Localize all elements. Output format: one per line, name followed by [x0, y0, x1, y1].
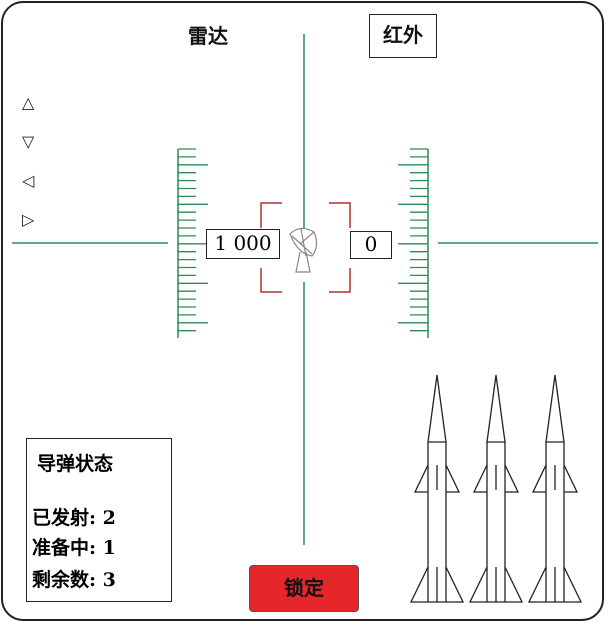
- triangle-up-icon[interactable]: △: [22, 93, 35, 112]
- radar-mode-label[interactable]: 雷达: [188, 24, 228, 48]
- ready-count: 准备中: 1: [32, 537, 116, 559]
- triangle-down-icon[interactable]: ▽: [22, 132, 35, 151]
- missile-icon: [409, 374, 465, 603]
- range-readout: 1 000: [206, 229, 280, 259]
- radar-dish-icon: [289, 227, 318, 273]
- missile-status-title: 导弹状态: [37, 453, 114, 475]
- missile-icon: [527, 374, 583, 603]
- triangle-left-icon[interactable]: ◁: [22, 171, 35, 190]
- missile-status-panel: 导弹状态 已发射: 2 准备中: 1 剩余数: 3: [26, 438, 172, 602]
- remaining-count: 剩余数: 3: [32, 569, 116, 591]
- target-bracket: [260, 202, 351, 293]
- fired-count: 已发射: 2: [32, 507, 116, 529]
- lock-button[interactable]: 锁定: [249, 565, 359, 612]
- missile-icon: [468, 374, 524, 603]
- triangle-right-icon[interactable]: ▷: [22, 210, 35, 229]
- infrared-mode-button[interactable]: 红外: [369, 14, 437, 58]
- secondary-readout: 0: [350, 231, 392, 259]
